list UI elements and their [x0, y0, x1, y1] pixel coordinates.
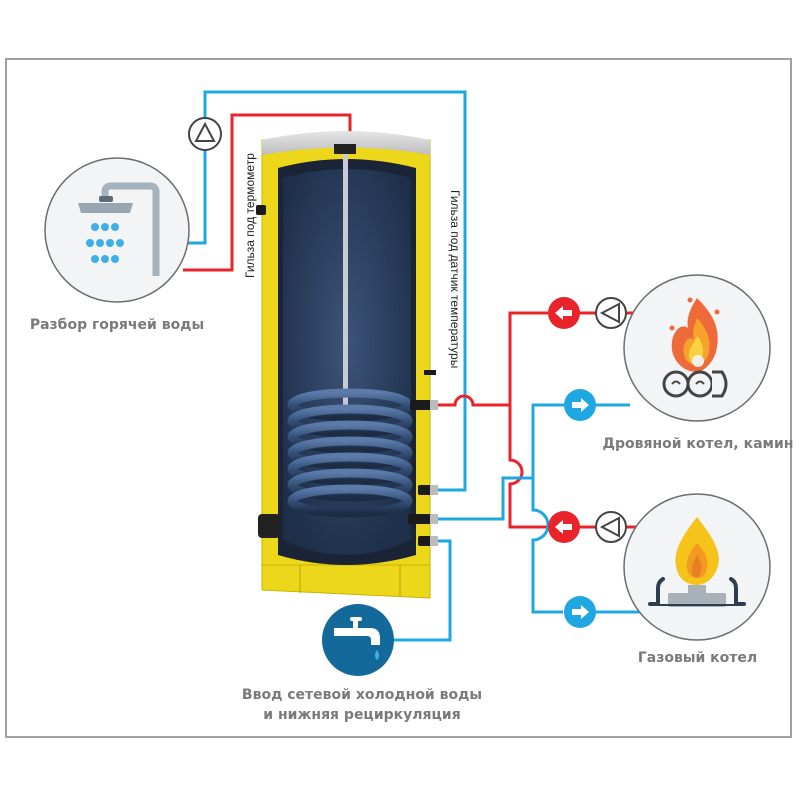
arrow-left-icon [555, 520, 572, 534]
circulation-pump-gas [595, 511, 627, 543]
gas-supply-valve [564, 596, 596, 628]
side-flange [258, 514, 280, 538]
pipe-red-trunk [508, 405, 548, 529]
arrow-right-icon [572, 605, 589, 619]
diagram-frame [5, 58, 792, 738]
hot-water-outlet-node [44, 157, 190, 303]
shower-icon [78, 182, 160, 276]
wood-supply-valve [564, 389, 596, 421]
pipe-blue-coil-lower [438, 476, 533, 521]
pipe-cold-inlet [393, 539, 452, 642]
thermometer-sleeve-label: Гильза под термометр [243, 153, 257, 278]
arrow-right-icon [572, 398, 589, 412]
wood-return-valve [548, 297, 580, 329]
circulation-pump-wood [595, 297, 627, 329]
sensor-sleeve-label: Гильза под датчик температуры [448, 190, 462, 369]
pipes [183, 90, 645, 642]
pipe-dhw-blue-top [183, 90, 467, 492]
campfire-icon [662, 297, 728, 398]
gas-burner-icon [648, 517, 746, 607]
tank-fittings [256, 205, 438, 546]
anode-rod [343, 150, 348, 430]
coil-upper-connection [410, 400, 432, 410]
water-tank [256, 131, 438, 599]
cold-water-inlet-node [322, 604, 394, 676]
gas-boiler-label: Газовый котел [637, 650, 758, 666]
hot-water-outlet-label: Разбор горячей воды [29, 317, 205, 333]
coil-lower-connection [408, 514, 432, 524]
heat-exchanger-coil [287, 388, 413, 518]
thermometer-sleeve-fitting [256, 205, 266, 215]
sensor-sleeve-fitting [424, 370, 436, 375]
gas-boiler-node [623, 493, 771, 641]
recirc-connection [418, 485, 432, 495]
pipe-wood-red [437, 311, 548, 407]
wood-boiler-node [623, 274, 771, 422]
cold-water-inlet-label-line1: Ввод сетевой холодной воды [241, 687, 483, 703]
cold-water-inlet-label-line2: и нижняя рециркуляция [263, 707, 461, 723]
pipe-wood-blue [531, 403, 640, 614]
wood-boiler-label: Дровяной котел, камин [602, 436, 794, 452]
circulation-pump-dhw [188, 117, 222, 151]
pipe-dhw-red-top [183, 113, 352, 272]
gas-return-valve [548, 511, 580, 543]
arrow-left-icon [555, 306, 572, 320]
tank-cap [262, 131, 430, 155]
water-tap-icon [334, 617, 380, 660]
cold-inlet-connection [418, 536, 432, 546]
